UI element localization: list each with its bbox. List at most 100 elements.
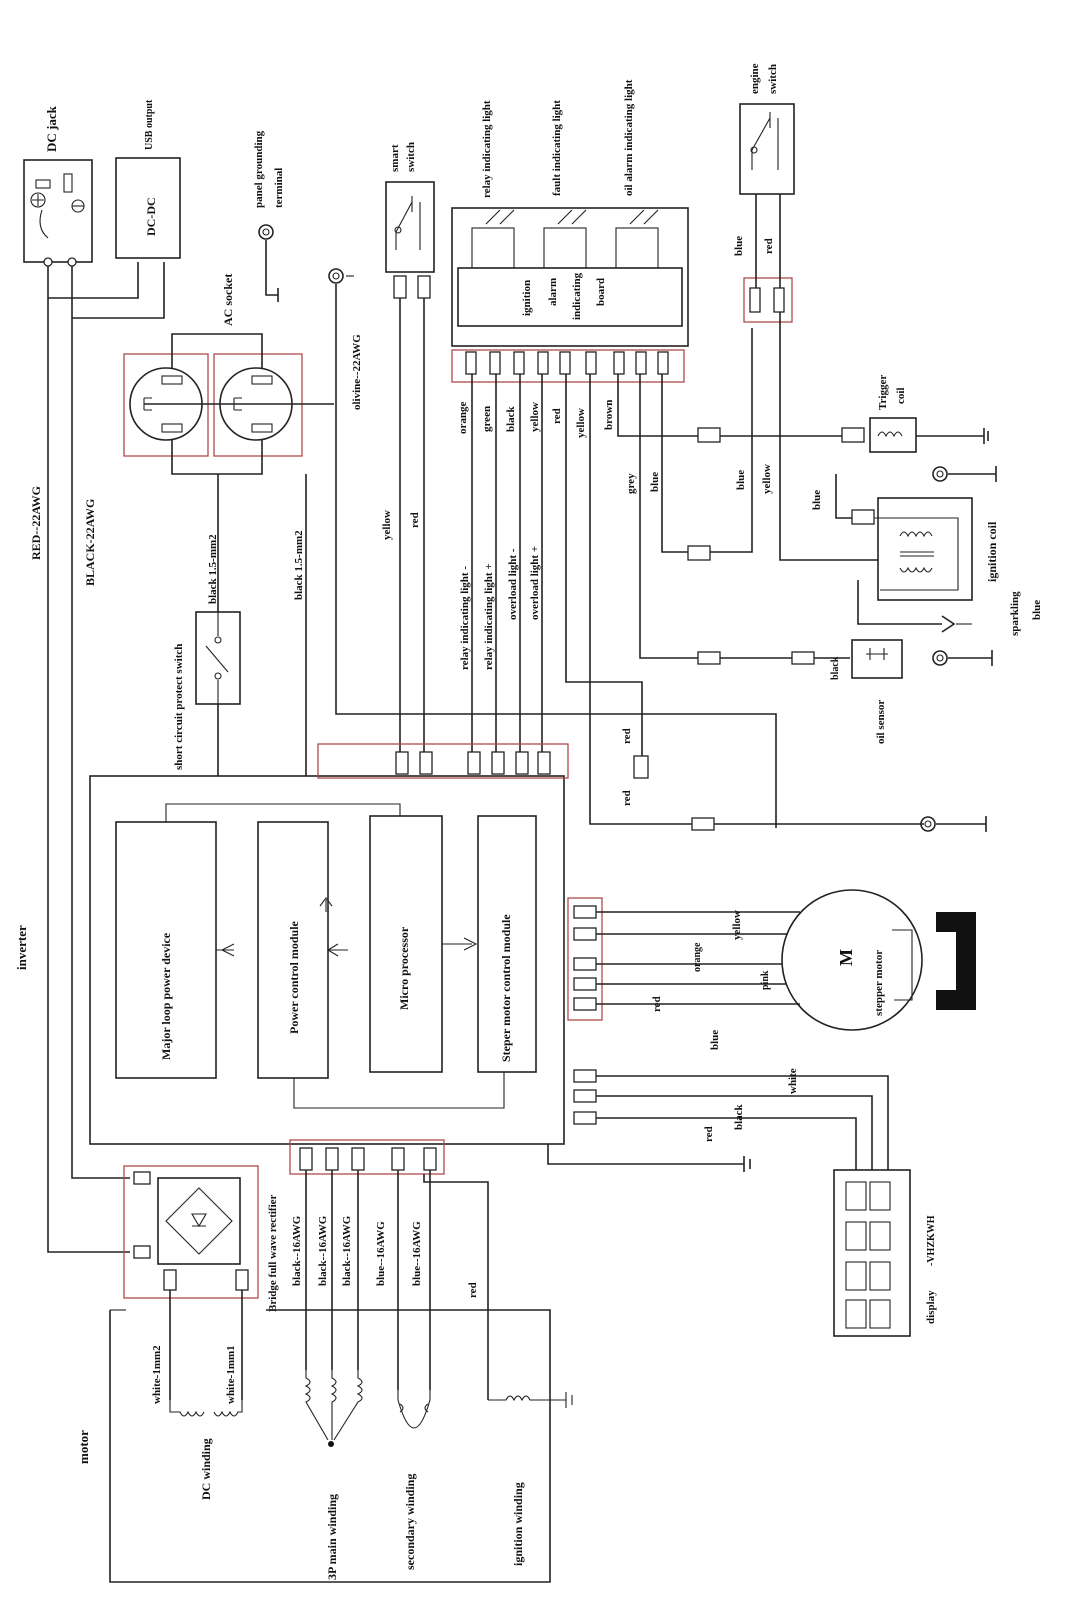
ignition-coil bbox=[835, 466, 997, 633]
wire-red-board: red bbox=[551, 408, 563, 424]
wire-red-b: red bbox=[621, 790, 633, 806]
black-16awg-1: black--16AWG bbox=[291, 1215, 303, 1286]
secondary-winding bbox=[397, 1390, 431, 1429]
bridge-rectifier bbox=[123, 1165, 259, 1299]
board-board-label: board bbox=[595, 278, 607, 306]
dc-winding bbox=[169, 1400, 243, 1417]
wire-pink-motor: pink bbox=[760, 970, 771, 990]
red-wire-ground bbox=[920, 816, 987, 832]
panel-grounding-label: panel grounding bbox=[253, 130, 265, 208]
wire-yellow-motor: yellow bbox=[731, 910, 743, 940]
wire-blue-motor: blue bbox=[709, 1030, 721, 1050]
black-22awg-label: BLACK-22AWG bbox=[83, 499, 97, 586]
wire-blue-engine: blue bbox=[733, 236, 745, 256]
smart-label: smart bbox=[389, 144, 401, 172]
wire-brown-board: brown bbox=[603, 400, 615, 430]
usb-output-label: USB output bbox=[144, 99, 155, 150]
wire-black-board: black bbox=[505, 405, 517, 432]
dc-dc-label: DC-DC bbox=[144, 197, 158, 236]
main-winding bbox=[304, 1370, 363, 1447]
terminal-label: terminal bbox=[273, 168, 285, 208]
ac-socket bbox=[123, 333, 334, 475]
black-16awg-2: black--16AWG bbox=[317, 1215, 329, 1286]
dc-jack-label: DC jack bbox=[44, 105, 59, 152]
wire-yellow-board: yellow bbox=[529, 402, 541, 432]
fault-light-label: fault indicating light bbox=[551, 100, 563, 196]
wire-yellow-engine: yellow bbox=[761, 464, 773, 494]
short-circuit-protect-switch bbox=[195, 611, 241, 705]
m-letter: M bbox=[836, 949, 856, 966]
white-1mm1-label: white-1mm1 bbox=[225, 1345, 237, 1404]
blue-16awg-1: blue--16AWG bbox=[375, 1221, 387, 1286]
relay-light-plus-label: relay indicating light + bbox=[483, 563, 495, 670]
olivine-ground bbox=[328, 268, 777, 828]
wire-yellow-board-2: yellow bbox=[575, 408, 587, 438]
wire-blue-board: blue bbox=[649, 472, 661, 492]
engine-switch-label: switch bbox=[767, 64, 779, 94]
wire-green-board: green bbox=[481, 406, 493, 432]
wire-blue-engine-2: blue bbox=[735, 470, 747, 490]
wire-yellow-smart: yellow bbox=[381, 510, 393, 540]
micro-processor-label: Micro processor bbox=[397, 926, 411, 1010]
inverter-right-connectors bbox=[567, 897, 603, 1125]
ac-socket-label: AC socket bbox=[221, 274, 235, 326]
display-code-label: -VHZKWH bbox=[926, 1215, 937, 1266]
display-label: display bbox=[925, 1290, 937, 1324]
wire-grey-board: grey bbox=[625, 473, 637, 494]
trigger-coil bbox=[841, 417, 989, 453]
major-loop-label: Major loop power device bbox=[159, 932, 173, 1060]
ignition-alarm-indicating-board bbox=[451, 207, 689, 383]
wire-red-smart: red bbox=[409, 512, 421, 528]
secondary-winding-label: secondary winding bbox=[403, 1474, 417, 1570]
panel-grounding-terminal bbox=[258, 224, 279, 302]
ignition-winding-label: ignition winding bbox=[511, 1482, 525, 1566]
coil-label: coil bbox=[895, 388, 907, 405]
ignition-winding bbox=[488, 1392, 573, 1408]
dc-dc-converter bbox=[115, 157, 181, 259]
wire-orange-board: orange bbox=[457, 402, 469, 435]
ignition-coil-label: ignition coil bbox=[985, 521, 999, 582]
dc-jack bbox=[23, 159, 93, 267]
engine-label: engine bbox=[749, 63, 761, 94]
indicating-board-label: indicating bbox=[571, 272, 583, 320]
power-control-label: Power control module bbox=[287, 920, 301, 1034]
wire-red-display: red bbox=[703, 1126, 715, 1142]
relay-light-minus-label: relay indicating light - bbox=[459, 566, 471, 670]
indicator-leds bbox=[485, 209, 659, 225]
wire-red-motor: red bbox=[651, 996, 663, 1012]
wire-red-ignition: red bbox=[467, 1282, 479, 1298]
overload-plus-label: overload light + bbox=[529, 546, 541, 620]
wire-blue-ign: blue bbox=[811, 490, 823, 510]
dc-winding-label: DC winding bbox=[199, 1438, 213, 1500]
alarm-board-label: alarm bbox=[547, 278, 559, 306]
oil-sensor bbox=[851, 639, 993, 679]
olivine-label: olivine--22AWG bbox=[351, 334, 363, 410]
motor bbox=[109, 1309, 551, 1583]
wire-red-engine: red bbox=[763, 238, 775, 254]
stepper-motor bbox=[781, 889, 976, 1031]
stepper-motor-label: stepper motor bbox=[873, 950, 885, 1016]
board-connectors bbox=[465, 351, 669, 375]
motor-label: motor bbox=[76, 1430, 91, 1464]
engine-switch bbox=[739, 103, 795, 323]
ignition-board-label: ignition bbox=[521, 280, 533, 316]
steper-module-label: Steper motor control module bbox=[499, 914, 513, 1062]
inverter-label: inverter bbox=[14, 925, 29, 970]
main-winding-label: 3P main winding bbox=[325, 1494, 339, 1580]
inverter-bottom-connectors bbox=[299, 1147, 437, 1171]
oil-light-label: oil alarm indicating light bbox=[623, 79, 635, 196]
switch-label: switch bbox=[405, 142, 417, 172]
red-22awg-label: RED--22AWG bbox=[29, 486, 43, 560]
wire-orange-motor: orange bbox=[692, 942, 703, 972]
relay-light-label: relay indicating light bbox=[481, 100, 493, 198]
smart-switch bbox=[385, 181, 435, 299]
black-1-5-label-b: black 1.5-mm2 bbox=[293, 530, 305, 600]
sparkling-label: sparkling bbox=[1009, 591, 1021, 636]
sparkling-blue-label: blue bbox=[1031, 600, 1043, 620]
overload-minus-label: overload light - bbox=[507, 548, 519, 620]
wire-black-sensor: black bbox=[830, 656, 841, 680]
wire-black-display: black bbox=[733, 1103, 745, 1130]
wire-red-a: red bbox=[621, 728, 633, 744]
white-1mm2-label: white-1mm2 bbox=[151, 1345, 163, 1404]
